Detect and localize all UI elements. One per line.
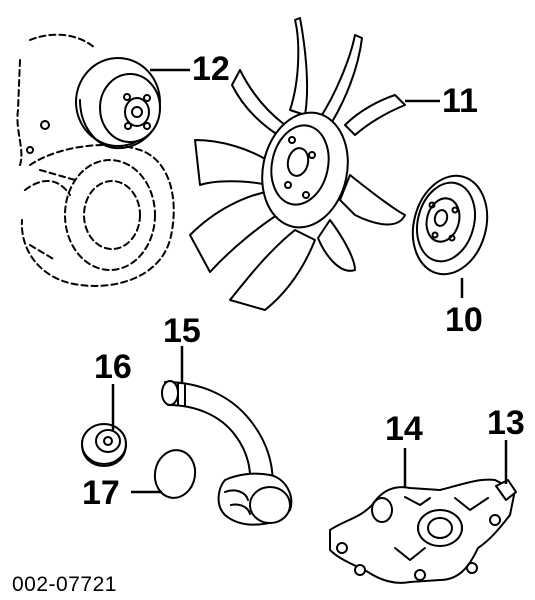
callout-12: 12	[192, 50, 230, 88]
callout-17: 17	[82, 474, 120, 512]
pulley	[411, 174, 489, 276]
callout-14: 14	[385, 410, 423, 448]
plug	[81, 423, 127, 467]
callout-11: 11	[442, 82, 478, 120]
callout-13: 13	[487, 404, 525, 442]
callout-16: 16	[94, 348, 132, 386]
fan-blade	[189, 17, 406, 311]
water-pump-housing	[329, 478, 517, 584]
callout-10: 10	[445, 301, 483, 339]
gasket	[153, 449, 197, 499]
document-number: 002-07721	[12, 573, 117, 596]
coolant-hose-tube	[161, 380, 293, 526]
callout-15: 15	[163, 312, 201, 350]
leader-lines	[111, 68, 508, 494]
fan-clutch	[75, 57, 161, 150]
